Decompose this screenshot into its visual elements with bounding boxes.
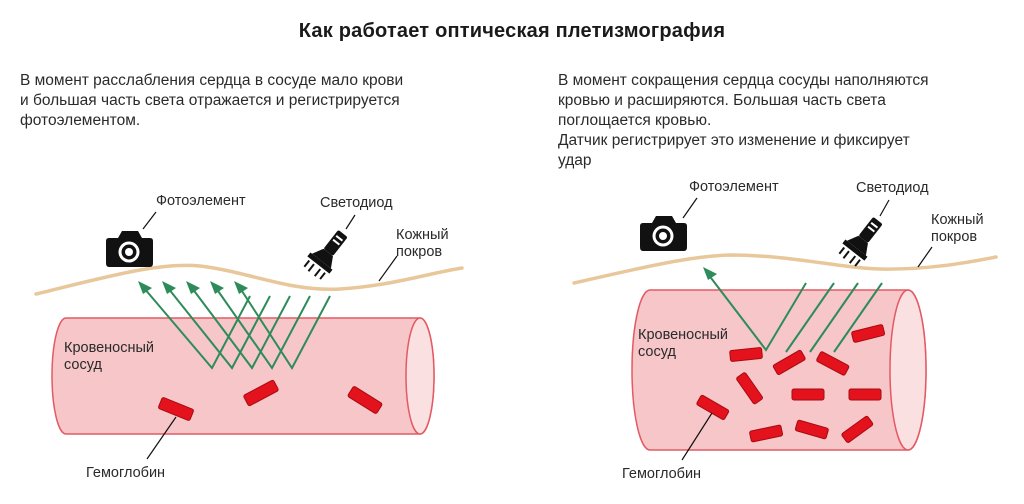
right-skin-label: Кожный покров [931,212,984,246]
left-description: В момент расслабления сердца в сосуде ма… [20,71,403,131]
right-panel [572,197,998,461]
flashlight-icon [838,217,882,267]
left-description-line: фотоэлементом. [20,112,141,129]
blood-cell [772,349,806,375]
left-description-line: и большая часть света отражается и регис… [20,92,400,109]
right-vessel-label: Кровеносный сосуд [638,327,728,361]
right-vessel-opening [889,289,927,451]
skin-pointer [378,255,398,282]
light-ray [833,282,883,353]
left-description-line: В момент расслабления сердца в сосуде ма… [20,72,404,89]
blood-cell [158,397,194,421]
light-ray [239,287,331,370]
left-light-rays [143,287,331,370]
skin-label-line: покров [931,229,978,245]
blood-cell [851,324,886,343]
skin-label-line: Кожный [931,212,984,228]
left-skin-label: Кожный покров [396,227,449,261]
left-photo-element-label: Фотоэлемент [156,193,246,209]
right-hemoglobin-label: Гемоглобин [622,466,702,482]
left-vessel-body [51,317,435,435]
led-pointer [879,199,890,217]
blood-cell [347,386,383,414]
flashlight-icon [303,230,347,280]
left-panel [34,211,464,460]
left-led-label: Светодиод [320,195,393,211]
arrowhead [138,281,152,294]
vessel-label-line: сосуд [64,357,102,373]
right-light-rays [707,273,883,353]
vessel-label-line: сосуд [638,344,676,360]
light-ray [215,287,311,370]
right-led-label: Светодиод [856,180,929,196]
blood-cell [749,424,784,443]
skin-pointer [917,246,933,268]
left-vessel-label: Кровеносный сосуд [64,340,154,374]
camera-icon [640,216,687,251]
left-blood-cells [158,379,383,421]
left-hemoglobin-label: Гемоглобин [86,465,166,481]
left-ray-arrowheads [138,281,248,294]
light-ray [809,282,859,353]
right-description-line: поглощается кровью. [558,112,712,129]
blood-cell [841,415,874,443]
photo-pointer [142,211,157,230]
right-blood-cells [696,324,886,443]
left-skin-line [34,263,464,296]
arrowhead [703,267,717,280]
right-description-line: Датчик регистрирует это изменение и фикс… [558,132,910,149]
blood-cell [729,347,763,362]
blood-cell [243,379,279,407]
light-ray [191,287,291,370]
right-photo-element-label: Фотоэлемент [689,179,779,195]
light-ray [707,273,807,352]
diagram-title: Как работает оптическая плетизмография [298,20,726,42]
right-description: В момент сокращения сердца сосуды наполн… [558,71,929,171]
left-vessel-opening [405,317,435,435]
right-description-line: В момент сокращения сердца сосуды наполн… [558,72,929,89]
photo-pointer [682,197,698,219]
blood-cell [791,388,825,401]
right-description-line: удар [558,152,592,169]
hemo-pointer [146,416,177,460]
camera-icon [106,231,153,267]
arrowhead [162,281,176,294]
arrowhead [234,281,248,294]
skin-label-line: Кожный [396,227,449,243]
vessel-label-line: Кровеносный [638,327,729,343]
light-ray [167,287,271,370]
vessel-label-line: Кровеносный [64,340,155,356]
blood-cell [736,372,763,405]
blood-cell [848,388,882,401]
blood-cell [696,394,730,420]
light-ray [785,282,835,353]
arrowhead [186,281,200,294]
right-description-line: кровью и расширяются. Большая часть свет… [558,92,886,109]
hemo-pointer [681,412,713,461]
arrowhead [210,281,224,294]
blood-cell [794,419,829,440]
skin-label-line: покров [396,244,443,260]
right-skin-line [572,253,998,285]
led-pointer [345,214,356,230]
blood-cell [816,351,850,376]
